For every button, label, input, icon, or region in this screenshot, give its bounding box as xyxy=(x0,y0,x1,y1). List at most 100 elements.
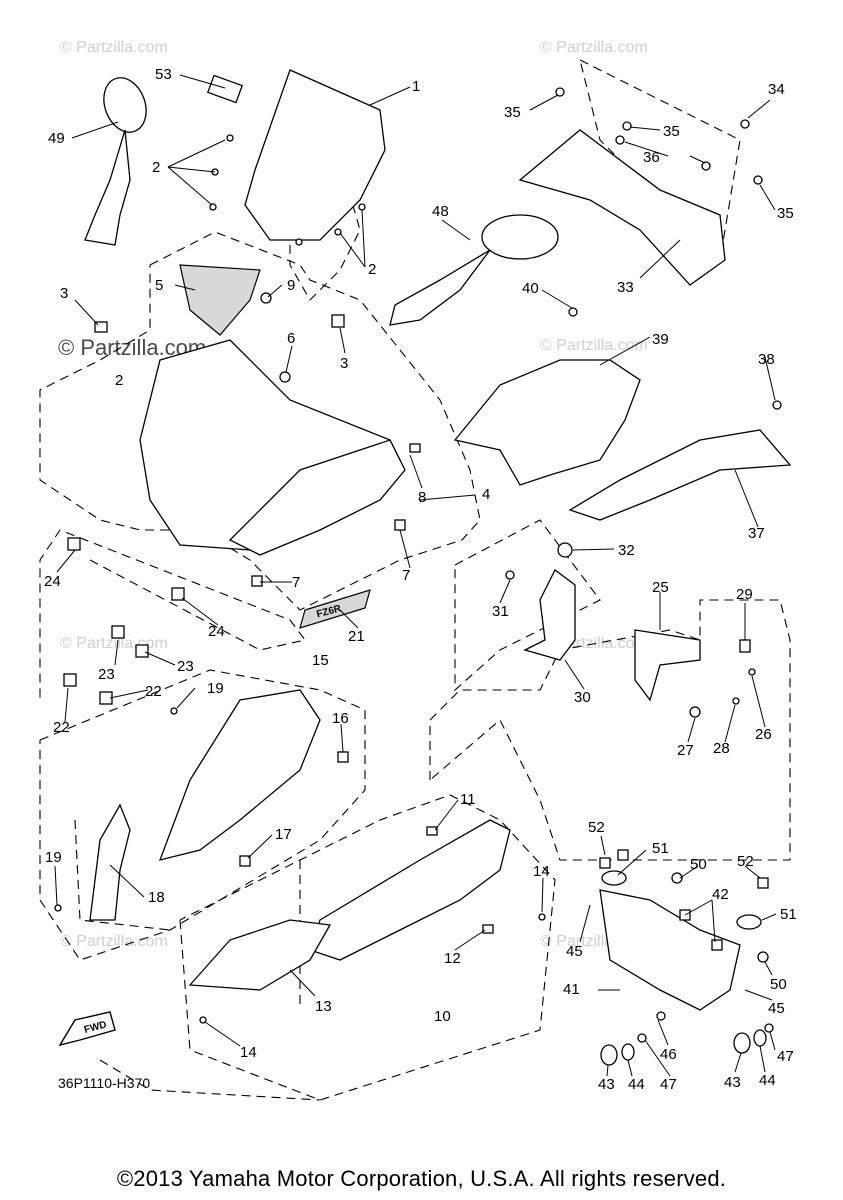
mirror-right-part xyxy=(481,214,559,260)
callout: 35 xyxy=(777,205,794,222)
callout: 36 xyxy=(643,149,660,166)
callout: 7 xyxy=(292,574,300,591)
callout: 38 xyxy=(758,351,775,368)
screw-icon xyxy=(538,913,546,921)
nut-icon xyxy=(600,1044,618,1066)
clip-icon xyxy=(394,519,406,531)
callout: 50 xyxy=(770,976,787,993)
callout: 33 xyxy=(617,279,634,296)
callout: 12 xyxy=(444,950,461,967)
callout: 13 xyxy=(315,998,332,1015)
bolt-icon xyxy=(637,1033,647,1043)
callout: 7 xyxy=(402,567,410,584)
clip-icon xyxy=(251,575,263,587)
callout: 27 xyxy=(677,742,694,759)
callout: 35 xyxy=(663,123,680,140)
screw-icon xyxy=(748,668,756,676)
bracket-part xyxy=(518,129,726,286)
fwd-indicator: FWD xyxy=(58,1011,116,1047)
callout: 48 xyxy=(432,203,449,220)
callout: 29 xyxy=(736,586,753,603)
bracket-25-part xyxy=(634,629,701,702)
callout: 26 xyxy=(755,726,772,743)
stay-bracket-part xyxy=(523,569,576,661)
callout: 49 xyxy=(48,130,65,147)
screw-icon xyxy=(568,307,578,317)
callout: 6 xyxy=(287,330,295,347)
screw-icon xyxy=(334,228,342,236)
callout: 11 xyxy=(460,791,476,808)
screw-icon xyxy=(358,203,366,211)
callout: 2 xyxy=(368,261,376,278)
windshield-part xyxy=(244,69,386,241)
screw-icon xyxy=(54,904,62,912)
stay-41-part xyxy=(599,889,741,1011)
nut-icon xyxy=(671,872,683,884)
parts: FZ6R xyxy=(84,69,792,1011)
callout: 41 xyxy=(563,981,580,998)
washer-icon xyxy=(753,1029,767,1047)
callout: 19 xyxy=(207,680,224,697)
mirror-stem-left xyxy=(84,129,131,246)
mirror-left-part xyxy=(103,77,147,133)
callout: 52 xyxy=(588,819,605,836)
callout: 18 xyxy=(148,889,165,906)
screw-icon xyxy=(170,707,178,715)
bolt-icon xyxy=(764,1023,774,1033)
callout: 14 xyxy=(533,863,550,880)
cowl-cover-part xyxy=(179,264,261,336)
callout: 23 xyxy=(177,658,194,675)
nut-icon xyxy=(757,951,769,963)
callout: 40 xyxy=(522,280,539,297)
grommet-icon xyxy=(331,314,345,328)
lower-cowl-part xyxy=(158,689,321,861)
screw-icon xyxy=(555,87,565,97)
callout: 1 xyxy=(412,78,420,95)
fwd-arrow-icon xyxy=(58,1011,116,1047)
callout: 44 xyxy=(759,1072,776,1089)
watermark: © Partzilla.com xyxy=(540,337,648,354)
callout: 35 xyxy=(504,104,521,121)
dashed-groups xyxy=(39,59,791,1101)
leader-lines xyxy=(54,74,777,1077)
side-cover-part xyxy=(568,429,792,521)
callout: 8 xyxy=(418,489,426,506)
screw-icon xyxy=(772,400,782,410)
drawing-code: 36P1110-H370 xyxy=(58,1075,151,1091)
panel-13-part xyxy=(188,919,332,991)
collar-icon xyxy=(736,914,762,930)
callouts: 53 1 49 2 2 2 35 34 35 36 35 33 48 3 5 9… xyxy=(44,66,797,1093)
callout: 45 xyxy=(768,1000,785,1017)
screw-icon xyxy=(740,119,750,129)
screw-icon xyxy=(226,134,234,142)
tank-cover-part xyxy=(453,359,641,486)
decal-fz6r-part xyxy=(299,589,371,629)
mirror-stem-right xyxy=(389,249,491,326)
under-cowl-part xyxy=(309,819,511,961)
callout: 47 xyxy=(660,1076,677,1093)
callout: 47 xyxy=(777,1048,794,1065)
callout: 53 xyxy=(155,66,172,83)
callout: 34 xyxy=(768,81,785,98)
callout: 2 xyxy=(115,372,123,389)
callout: 24 xyxy=(208,623,225,640)
callout: 44 xyxy=(628,1076,645,1093)
callout: 32 xyxy=(618,542,635,559)
panel-18-part xyxy=(89,803,131,921)
watermark: © Partzilla.com xyxy=(540,39,648,56)
screw-icon xyxy=(732,697,740,705)
callout: 30 xyxy=(574,689,591,706)
screw-icon xyxy=(615,135,625,145)
washer-icon xyxy=(621,1043,635,1061)
screw-icon xyxy=(753,175,763,185)
screw-icon xyxy=(622,121,632,131)
callout: 42 xyxy=(712,886,729,903)
decal-part xyxy=(206,74,244,104)
callout: 4 xyxy=(482,486,490,503)
callout: 24 xyxy=(44,573,61,590)
callout: 45 xyxy=(566,943,583,960)
nut-icon xyxy=(733,1032,751,1054)
grommet-icon xyxy=(94,321,108,333)
callout: 46 xyxy=(660,1046,677,1063)
